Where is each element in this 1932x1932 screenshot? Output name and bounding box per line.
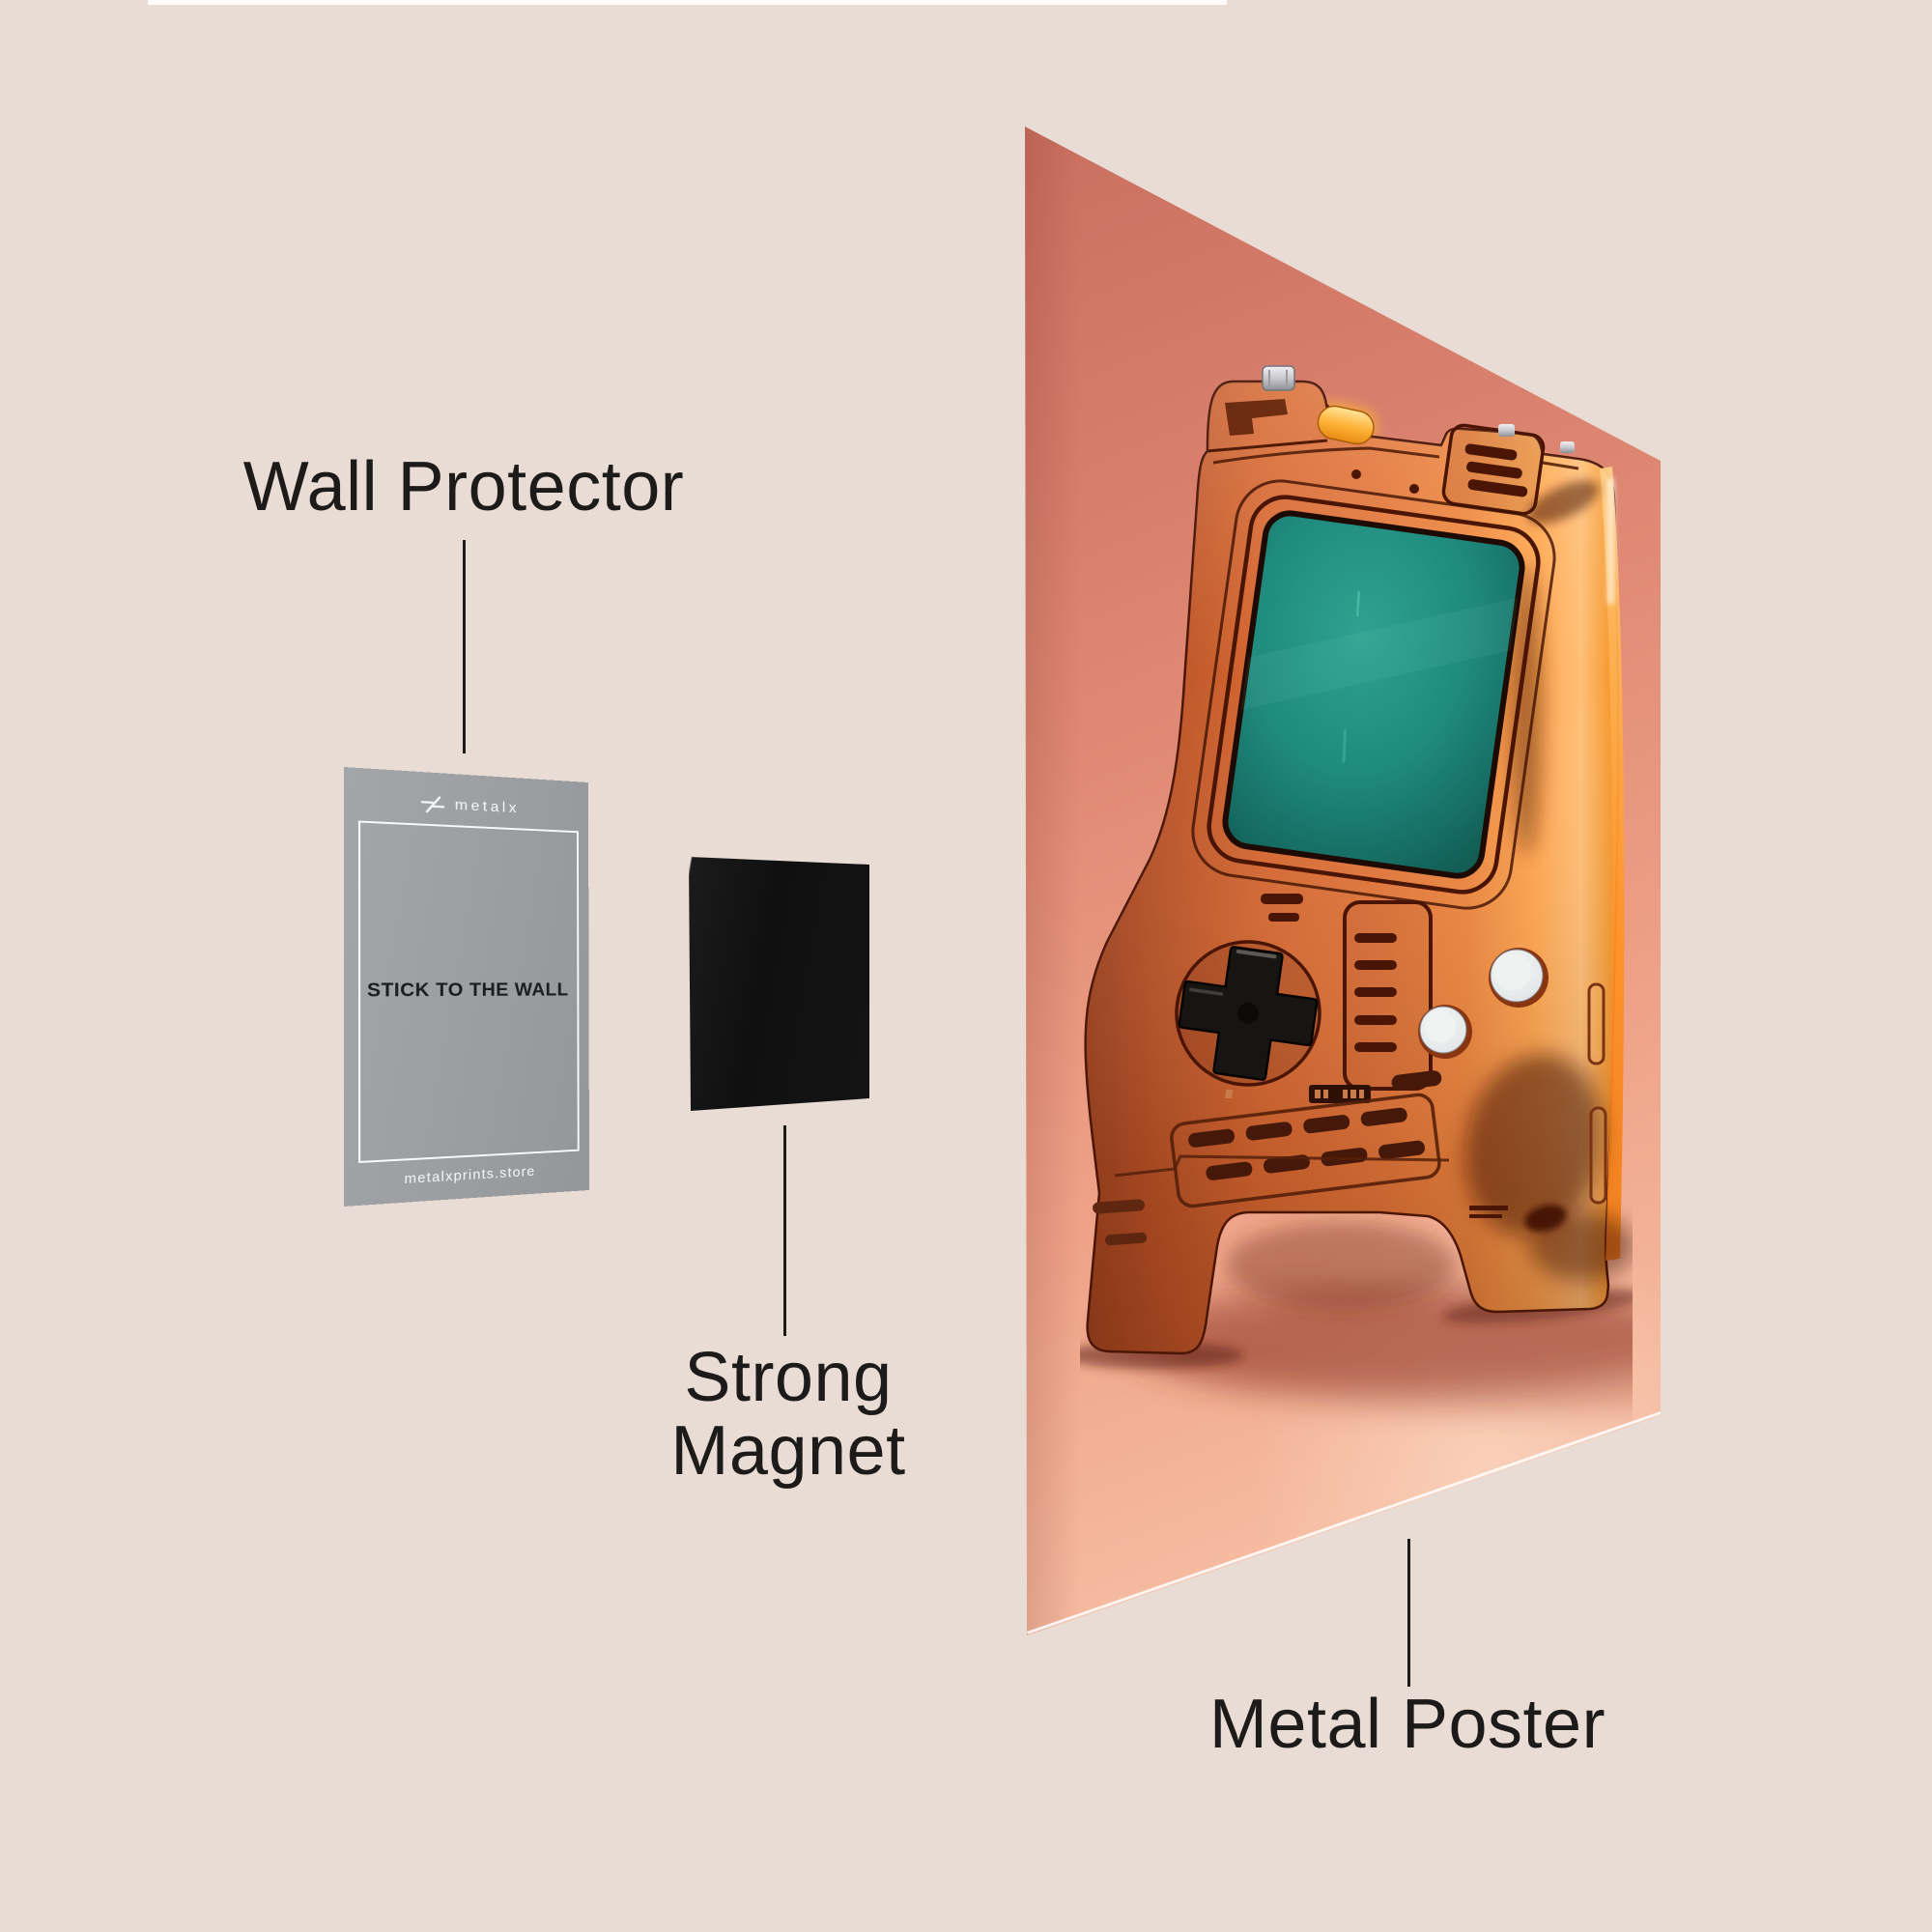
right-edge-highlight	[1600, 467, 1625, 1261]
magnet-square	[689, 857, 869, 1111]
face-screw-left	[1351, 469, 1361, 479]
gold-hinge-bar	[1317, 405, 1375, 445]
poster-connector-line	[1407, 1539, 1410, 1687]
magnet-connector-line	[783, 1125, 786, 1336]
strong-magnet-label-line1: Strong	[684, 1339, 893, 1416]
lower-vent-panel	[1170, 1070, 1442, 1208]
button-b	[1489, 948, 1548, 1008]
console-screen	[1191, 479, 1556, 910]
dpad	[1175, 940, 1321, 1087]
wall-protector-connector-line	[463, 540, 466, 753]
body-groove-line	[1114, 1154, 1450, 1178]
silver-bolt	[1262, 365, 1295, 391]
card-brand-text: metalx	[454, 797, 520, 817]
handheld-console-artwork	[1080, 365, 1633, 1410]
model-label-plate	[1225, 1085, 1371, 1103]
button-a	[1418, 1005, 1472, 1059]
speaker-grille	[1261, 894, 1433, 1091]
top-vent-block	[1441, 423, 1546, 516]
vent-bolt-right	[1560, 441, 1575, 453]
wall-protector-card: metalx STICK TO THE WALL metalxprints.st…	[343, 767, 590, 1208]
top-edge-strip	[148, 0, 1227, 5]
metalx-logo-icon	[420, 794, 445, 814]
side-slots	[1587, 982, 1607, 1205]
strong-magnet-label: Strong Magnet	[670, 1341, 905, 1489]
card-brand-row: metalx	[344, 790, 588, 822]
edge-specular	[1607, 478, 1614, 604]
wall-protector-label: Wall Protector	[242, 448, 685, 526]
strong-magnet-label-line2: Magnet	[670, 1412, 906, 1491]
leg-vents	[1093, 1199, 1508, 1246]
face-screw-right	[1409, 484, 1419, 494]
card-center-text: STICK TO THE WALL	[366, 980, 569, 1002]
chrome-reflections	[1464, 480, 1633, 1280]
vent-bolt-left	[1498, 424, 1515, 437]
metal-poster-label: Metal Poster	[1208, 1686, 1606, 1763]
top-left-plate	[1207, 399, 1579, 470]
card-footer-text: metalxprints.store	[404, 1164, 536, 1188]
